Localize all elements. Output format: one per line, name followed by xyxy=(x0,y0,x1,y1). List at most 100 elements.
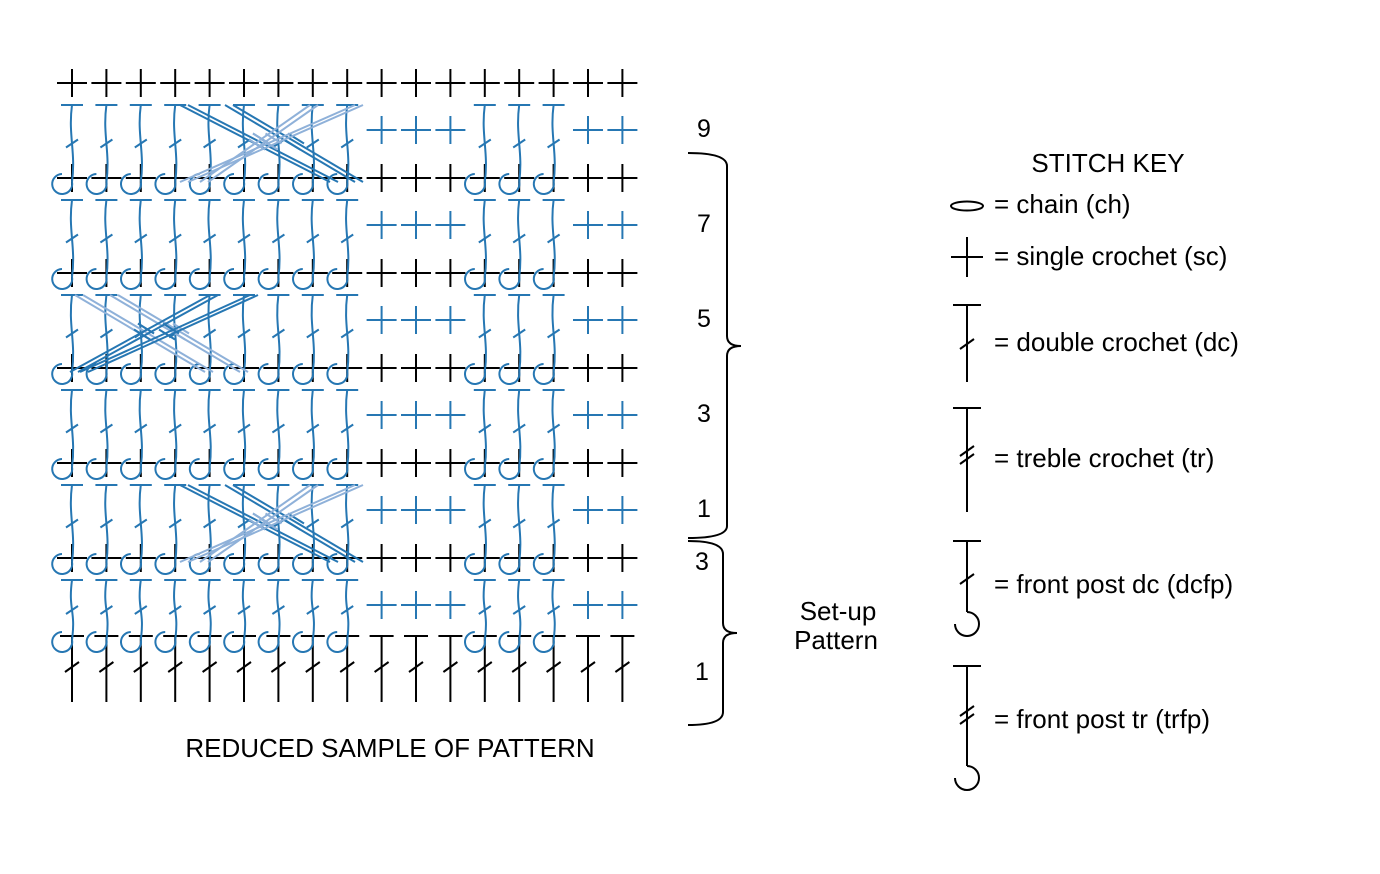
post-hook xyxy=(532,268,555,290)
cable-strand xyxy=(77,294,219,373)
post-slash xyxy=(65,328,79,339)
post-stitches xyxy=(51,104,565,653)
post-slash xyxy=(65,138,79,149)
post-hook xyxy=(532,631,555,653)
post-slash xyxy=(478,423,492,434)
post-slash xyxy=(168,423,182,434)
cable-crossings xyxy=(69,104,364,563)
front-post-dc-icon xyxy=(953,540,981,637)
post-hook xyxy=(257,553,280,575)
post-slash xyxy=(547,518,561,529)
post-slash xyxy=(237,328,251,339)
post-slash xyxy=(134,605,148,615)
post-hook xyxy=(154,268,177,290)
post-hook xyxy=(292,363,314,385)
post-hook xyxy=(532,363,555,385)
sc-rows-blue xyxy=(366,116,638,619)
post-slash xyxy=(237,605,251,615)
post-hook xyxy=(223,458,246,480)
post-slash xyxy=(478,233,492,244)
post-slash xyxy=(547,423,561,434)
cable-slash xyxy=(248,518,266,531)
post-hook xyxy=(51,631,74,653)
post-slash xyxy=(134,423,148,434)
post-hook xyxy=(257,268,280,290)
post-slash xyxy=(306,328,320,339)
post-slash xyxy=(478,328,492,339)
key-label-single-crochet: = single crochet (sc) xyxy=(994,241,1227,271)
post-slash xyxy=(306,423,320,434)
post-hook xyxy=(257,173,280,195)
post-hook xyxy=(154,631,177,653)
dc-slash xyxy=(477,661,493,673)
post-slash xyxy=(65,233,79,244)
post-hook xyxy=(51,553,74,575)
post-slash xyxy=(340,233,354,244)
post-hook xyxy=(257,458,280,480)
cable-slash xyxy=(252,132,270,145)
post-hook xyxy=(120,458,142,480)
post-hook xyxy=(51,173,74,195)
post-slash xyxy=(547,138,561,149)
cable-slash xyxy=(172,322,190,335)
dc-slash xyxy=(270,661,286,673)
post-slash xyxy=(271,233,285,244)
dc-slash xyxy=(511,661,527,673)
post-hook xyxy=(292,631,314,653)
pattern-chart xyxy=(51,69,638,702)
post-slash xyxy=(340,423,354,434)
post-slash xyxy=(512,518,526,529)
post-hook xyxy=(498,553,521,575)
post-hook xyxy=(223,631,246,653)
post-hook xyxy=(120,268,142,290)
post-slash xyxy=(512,138,526,149)
post-slash xyxy=(547,233,561,244)
post-slash xyxy=(547,328,561,339)
post-hook xyxy=(85,173,108,195)
post-hook xyxy=(257,363,280,385)
dc-slash xyxy=(408,661,424,673)
post-slash xyxy=(340,518,354,529)
post-hook xyxy=(85,458,108,480)
row-numbers: 9 7 5 3 1 3 1 xyxy=(695,115,711,686)
dc-slash xyxy=(236,661,252,673)
dc-slash xyxy=(167,661,183,673)
cable-slash xyxy=(133,328,151,341)
cable-strand xyxy=(207,104,319,183)
post-hook xyxy=(498,173,521,195)
treble-crochet-icon xyxy=(953,407,981,512)
post-slash xyxy=(340,138,354,149)
post-hook xyxy=(292,553,314,575)
post-slash xyxy=(168,605,182,615)
post-slash xyxy=(271,605,285,615)
stitch-key: STITCH KEY = chain (ch) = single crochet… xyxy=(950,148,1239,791)
post-hook xyxy=(188,363,211,385)
post-slash xyxy=(203,138,217,149)
post-hook xyxy=(85,268,108,290)
cable-strand xyxy=(207,484,319,563)
front-post-tr-icon xyxy=(953,665,981,791)
foundation-row-stitches xyxy=(60,635,635,702)
post-slash xyxy=(512,328,526,339)
key-item-front-post-tr: = front post tr (trfp) xyxy=(953,665,1210,791)
cable-slash xyxy=(283,518,301,531)
post-hook xyxy=(498,458,521,480)
post-slash xyxy=(306,605,320,615)
post-slash xyxy=(306,518,320,529)
post-hook xyxy=(498,631,521,653)
setup-label-line1: Set-up xyxy=(800,596,877,626)
post-hook xyxy=(51,458,74,480)
post-slash xyxy=(65,423,79,434)
post-slash xyxy=(99,233,113,244)
post-slash xyxy=(203,233,217,244)
post-hook xyxy=(120,631,142,653)
post-slash xyxy=(237,423,251,434)
post-slash xyxy=(271,328,285,339)
stitch-key-title: STITCH KEY xyxy=(1031,148,1184,178)
post-slash xyxy=(203,328,217,339)
chart-caption: REDUCED SAMPLE OF PATTERN xyxy=(185,733,594,763)
row-number-5: 5 xyxy=(697,305,711,333)
post-hook xyxy=(326,363,349,385)
post-slash xyxy=(65,518,79,529)
